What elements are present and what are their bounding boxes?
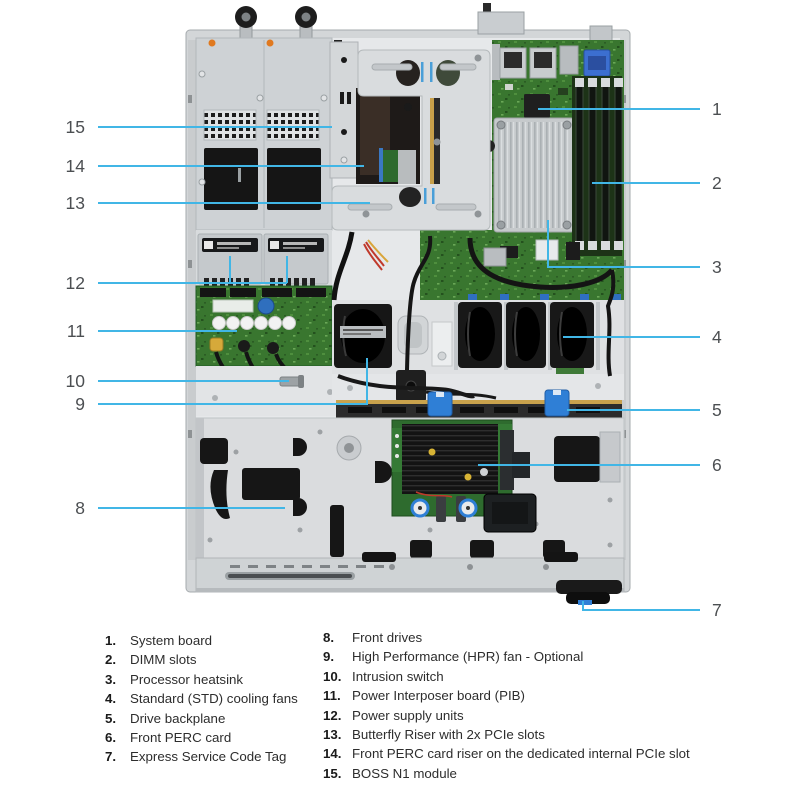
callout-number-8: 8 bbox=[75, 498, 85, 518]
legend-item-number: 13. bbox=[323, 726, 342, 742]
hpr-fan bbox=[334, 304, 392, 368]
legend-item-number: 6. bbox=[105, 729, 117, 745]
legend-item: 13. Butterfly Riser with 2x PCIe slots bbox=[323, 725, 690, 744]
callout-number-6: 6 bbox=[712, 455, 722, 475]
psu-handles bbox=[235, 6, 317, 43]
legend-item-label: Power supply units bbox=[352, 707, 464, 723]
legend-column-right: 8. Front drives 9. High Performance (HPR) … bbox=[323, 628, 690, 783]
callout-line-7 bbox=[582, 601, 700, 611]
legend-item-label: Processor heatsink bbox=[130, 671, 244, 687]
rear-io-ports bbox=[492, 44, 611, 80]
psu-label bbox=[268, 238, 324, 252]
psu-label bbox=[202, 238, 258, 252]
legend-item: 7. Express Service Code Tag bbox=[105, 747, 298, 766]
legend-item-number: 10. bbox=[323, 668, 342, 684]
legend-item: 14. Front PERC card riser on the dedicate… bbox=[323, 744, 690, 763]
legend-item-label: DIMM slots bbox=[130, 652, 197, 668]
dimm-slots bbox=[572, 76, 623, 256]
legend-item: 1. System board bbox=[105, 631, 298, 650]
rear-chassis-tabs bbox=[477, 3, 613, 43]
bay-circular-recess bbox=[336, 435, 362, 461]
backplane-latch bbox=[544, 389, 570, 417]
boss-n1-module bbox=[329, 40, 359, 179]
legend-item-label: Express Service Code Tag bbox=[130, 749, 287, 765]
power-supply-units bbox=[196, 230, 332, 286]
legend-item-number: 11. bbox=[323, 688, 341, 704]
butterfly-riser bbox=[331, 49, 491, 231]
legend-item-label: System board bbox=[130, 633, 213, 648]
legend-item: 2. DIMM slots bbox=[105, 650, 298, 669]
callout-lines bbox=[98, 108, 700, 611]
callout-number-3: 3 bbox=[712, 257, 722, 277]
legend-item-number: 3. bbox=[105, 671, 117, 687]
callout-number-7: 7 bbox=[712, 600, 722, 620]
legend-item-number: 15. bbox=[323, 765, 342, 781]
legend-item-number: 12. bbox=[323, 707, 342, 723]
legend-item-number: 4. bbox=[105, 691, 117, 707]
legend-item: 15. BOSS N1 module bbox=[323, 764, 690, 783]
perc-mount bbox=[410, 498, 430, 518]
legend-item: 10. Intrusion switch bbox=[323, 667, 690, 686]
legend-column-left: 1. System board 2. DIMM slots 3. Processor … bbox=[105, 631, 298, 767]
legend-item: 11. Power Interposer board (PIB) bbox=[323, 686, 690, 705]
legend-item-label: Front drives bbox=[352, 630, 423, 645]
backplane-latch bbox=[427, 391, 453, 417]
system-board-chip bbox=[524, 94, 550, 118]
front-perc-card-riser bbox=[356, 88, 420, 184]
legend-item-number: 5. bbox=[105, 710, 117, 726]
legend-item-label: Power Interposer board (PIB) bbox=[352, 688, 525, 704]
callout-number-13: 13 bbox=[66, 193, 85, 213]
legend-item-label: Drive backplane bbox=[130, 710, 226, 726]
vga-port bbox=[583, 49, 611, 77]
legend-item: 9. High Performance (HPR) fan - Optional bbox=[323, 647, 690, 666]
fan-bracket bbox=[431, 321, 453, 367]
psu-cage bbox=[195, 37, 333, 231]
legend-item-label: BOSS N1 module bbox=[352, 765, 457, 781]
chassis-front-rail bbox=[195, 552, 625, 593]
callout-number-2: 2 bbox=[712, 173, 722, 193]
legend-item: 3. Processor heatsink bbox=[105, 670, 298, 689]
callout-number-4: 4 bbox=[712, 327, 722, 347]
legend-item-label: Butterfly Riser with 2x PCIe slots bbox=[352, 726, 545, 742]
callout-number-9: 9 bbox=[75, 394, 85, 414]
fan-duct bbox=[397, 315, 429, 355]
callout-number-10: 10 bbox=[66, 371, 86, 391]
legend-item: 6. Front PERC card bbox=[105, 728, 298, 747]
callout-number-5: 5 bbox=[712, 400, 722, 420]
processor-heatsink bbox=[493, 117, 575, 233]
legend-item-label: High Performance (HPR) fan - Optional bbox=[352, 649, 584, 665]
legend-item-number: 9. bbox=[323, 649, 335, 665]
express-service-code-tag bbox=[556, 580, 622, 605]
legend-item: 8. Front drives bbox=[323, 628, 690, 647]
callout-number-1: 1 bbox=[712, 99, 722, 119]
std-cooling-fans bbox=[458, 302, 594, 374]
callout-number-12: 12 bbox=[66, 273, 85, 293]
legend-item-label: Intrusion switch bbox=[352, 668, 444, 684]
callout-line-3 bbox=[547, 220, 700, 268]
legend-item-label: Standard (STD) cooling fans bbox=[130, 691, 298, 707]
legend-item-label: Front PERC card bbox=[130, 729, 232, 745]
intrusion-switch bbox=[279, 375, 304, 388]
legend-item-number: 2. bbox=[105, 652, 117, 668]
callout-number-14: 14 bbox=[66, 156, 86, 176]
power-interposer-board bbox=[195, 285, 333, 388]
system-board bbox=[420, 40, 624, 312]
perc-mount bbox=[458, 498, 478, 518]
drive-backplane bbox=[336, 389, 622, 418]
mid-left-floor bbox=[196, 366, 340, 416]
callout-numbers: 15 14 13 12 11 10 9 8 1 2 3 4 5 6 7 bbox=[66, 99, 722, 620]
legend-item-number: 1. bbox=[105, 633, 117, 648]
callout-number-15: 15 bbox=[66, 117, 85, 137]
legend-item-number: 14. bbox=[323, 746, 342, 762]
front-perc-card bbox=[391, 419, 537, 533]
legend-item: 5. Drive backplane bbox=[105, 709, 298, 728]
callout-line-9 bbox=[98, 358, 368, 405]
callout-number-11: 11 bbox=[67, 321, 85, 341]
legend-item-label: Front PERC card riser on the dedicated i… bbox=[352, 746, 690, 762]
legend-item: 4. Standard (STD) cooling fans bbox=[105, 689, 298, 708]
legend-item: 12. Power supply units bbox=[323, 706, 690, 725]
legend-item-number: 8. bbox=[323, 630, 335, 645]
legend-item-number: 7. bbox=[105, 749, 117, 765]
